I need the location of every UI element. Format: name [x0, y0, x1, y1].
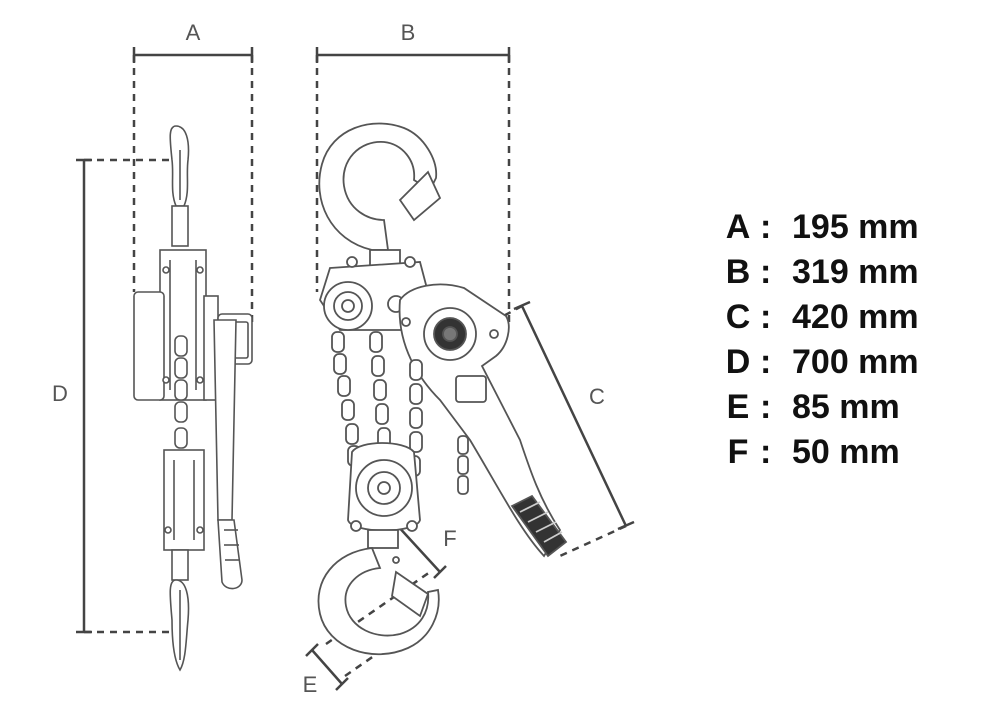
spec-letter: A	[725, 208, 751, 246]
spec-letter: E	[726, 388, 750, 426]
front-view-hoist	[317, 122, 568, 656]
side-view-hoist	[133, 125, 253, 672]
dimension-label-f: F	[443, 526, 456, 551]
spec-row-a: A : 195 mm	[716, 208, 919, 253]
spec-value: 319 mm	[792, 253, 919, 291]
spec-separator: :	[760, 208, 772, 246]
spec-row-c: C : 420 mm	[716, 298, 919, 343]
spec-value: 85 mm	[792, 388, 900, 426]
spec-letter: F	[727, 433, 749, 471]
dimension-label-e: E	[303, 672, 318, 697]
spec-value: 50 mm	[792, 433, 900, 471]
left-chain	[331, 331, 361, 467]
spec-value: 420 mm	[792, 298, 919, 336]
spec-separator: :	[760, 343, 772, 381]
spec-value: 195 mm	[792, 208, 919, 246]
spec-separator: :	[760, 433, 772, 471]
loose-chain	[457, 435, 469, 495]
dimension-label-b: B	[401, 20, 416, 45]
handle-grip	[510, 494, 568, 558]
dimension-label-c: C	[589, 384, 605, 409]
spec-value: 700 mm	[792, 343, 919, 381]
bottom-hook	[317, 547, 440, 656]
dimension-label-d: D	[52, 381, 68, 406]
spec-letter: D	[725, 343, 751, 381]
spec-row-e: E : 85 mm	[716, 388, 919, 433]
dimension-b	[315, 47, 511, 322]
dimension-spec-list: A : 195 mm B : 319 mm C : 420 mm D : 700…	[716, 208, 919, 478]
dimension-c	[495, 300, 635, 558]
dimension-d	[76, 158, 180, 634]
spec-row-b: B : 319 mm	[716, 253, 919, 298]
spec-row-f: F : 50 mm	[716, 433, 919, 478]
spec-separator: :	[760, 253, 772, 291]
center-chain	[369, 331, 391, 449]
dimension-label-a: A	[186, 20, 201, 45]
top-hook	[318, 122, 437, 251]
dimension-a	[132, 47, 254, 322]
spec-row-d: D : 700 mm	[716, 343, 919, 388]
spec-separator: :	[760, 298, 772, 336]
spec-separator: :	[760, 388, 772, 426]
spec-letter: C	[725, 298, 751, 336]
spec-letter: B	[725, 253, 751, 291]
